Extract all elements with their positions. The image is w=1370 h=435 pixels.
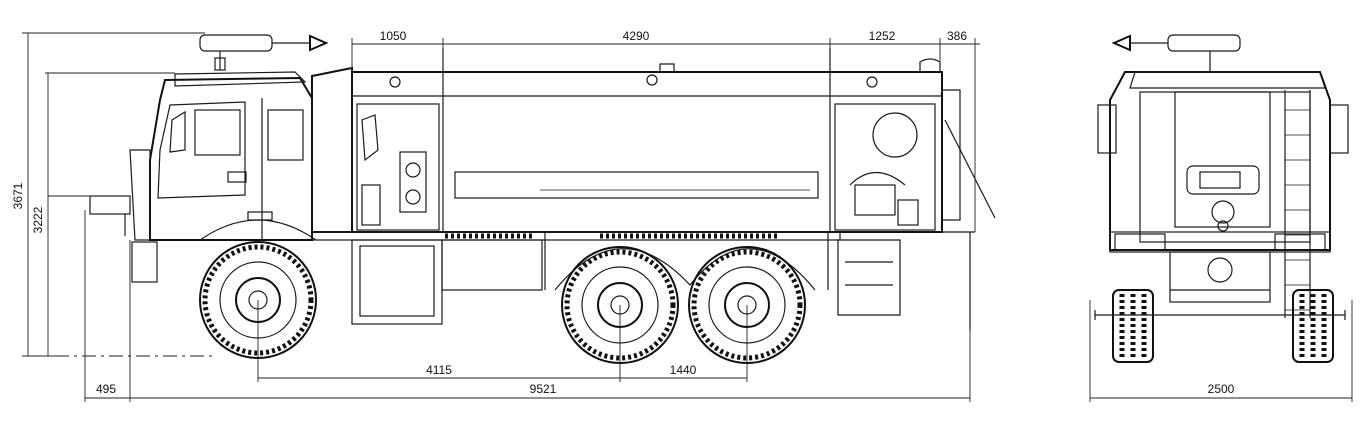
dim-4290: 4290 <box>623 29 650 43</box>
dim-386: 386 <box>947 29 967 43</box>
rear-compartment <box>834 89 996 316</box>
rear-dimensions: 2500 <box>1089 300 1353 402</box>
chassis <box>311 231 975 330</box>
ladder <box>1284 90 1311 318</box>
dim-9521: 9521 <box>530 382 557 396</box>
side-view <box>55 34 996 364</box>
side-dimensions: 1050 4290 1252 386 3671 3222 4115 1440 9… <box>11 29 980 402</box>
rear-beacon <box>1111 34 1241 72</box>
dim-3222: 3222 <box>31 206 45 233</box>
roof-beacon <box>199 34 329 71</box>
cab <box>89 71 317 283</box>
dim-4115: 4115 <box>426 363 452 377</box>
rear-view <box>1094 34 1349 363</box>
dim-3671: 3671 <box>11 182 25 209</box>
tank-body <box>311 48 943 233</box>
dim-1252: 1252 <box>869 29 896 43</box>
front-compartment <box>356 103 440 231</box>
dim-1050: 1050 <box>380 29 407 43</box>
dim-1440: 1440 <box>670 363 697 377</box>
dim-2500: 2500 <box>1208 382 1235 396</box>
rear-right-tire <box>1292 289 1334 363</box>
dim-495: 495 <box>96 382 116 396</box>
rear-left-tire <box>1112 289 1154 363</box>
